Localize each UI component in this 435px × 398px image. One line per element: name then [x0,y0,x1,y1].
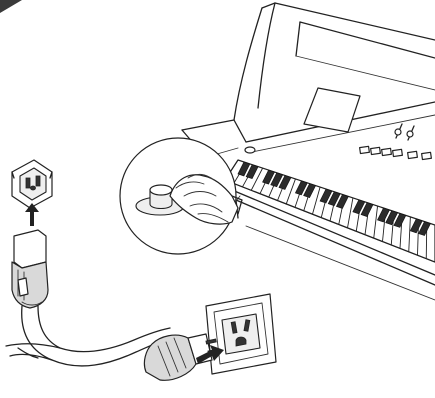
black-key [418,221,431,236]
up-arrow-icon [25,203,39,226]
black-key [294,180,308,196]
black-key [377,207,390,223]
wall-outlet [205,293,277,375]
power-button [244,146,256,154]
white-key-edge [347,197,354,228]
black-key [393,213,407,228]
piano-display [303,87,361,133]
panel-controls [359,123,432,161]
power-switch [135,184,185,216]
black-key [270,172,284,188]
black-keys [237,161,431,236]
white-key-edge [285,178,296,205]
black-key [262,169,275,185]
corner-tab [0,0,24,14]
white-key-edge [250,167,264,191]
white-key-edge [373,205,378,239]
control-button [359,145,432,161]
piano-keyboard [224,159,435,263]
black-key [278,175,292,190]
iec-plug [11,229,49,309]
hand-icon [169,173,243,225]
black-key [237,161,251,177]
right-arrow-icon [196,345,224,364]
magnifier-callout [119,137,243,255]
black-key [245,164,259,180]
black-key [360,202,374,217]
black-key [409,218,423,234]
black-key [303,183,317,198]
black-key [319,188,333,204]
power-inlet [11,159,53,209]
white-key-edge [408,216,411,252]
white-key-edge [312,186,321,215]
black-key [335,194,349,209]
knob-icon [394,123,415,141]
black-key [385,210,399,226]
black-key [352,199,366,215]
black-key [327,191,341,207]
